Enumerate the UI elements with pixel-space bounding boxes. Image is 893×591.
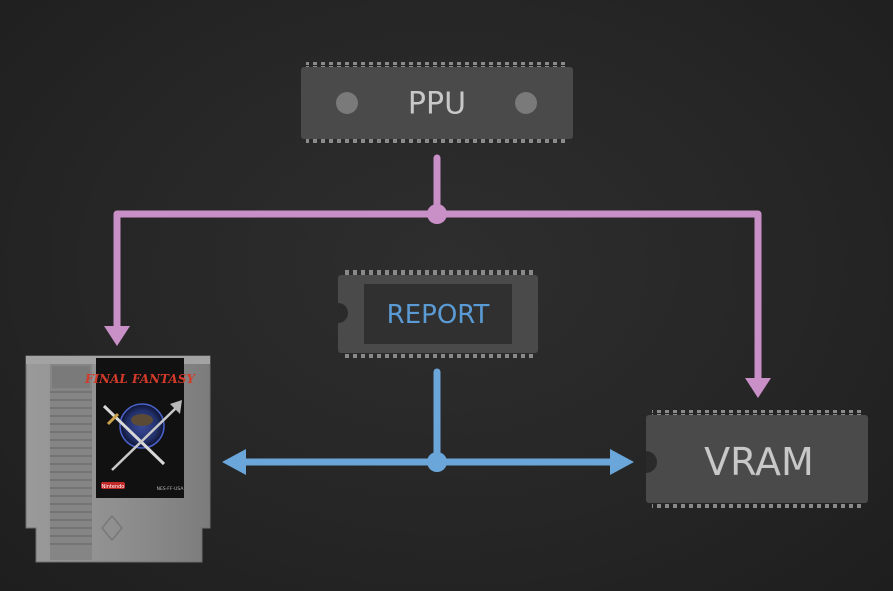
report-pins-bottom <box>344 352 534 358</box>
ppu-pins-top <box>306 62 568 68</box>
cartridge-grip-ridges <box>50 364 92 560</box>
sword-icon <box>102 404 166 466</box>
cartridge-code: NES-FF-USA <box>157 486 185 492</box>
ppu-label: PPU <box>408 87 466 122</box>
report-chip-label-panel <box>364 284 512 344</box>
vram-pins-top <box>652 410 862 416</box>
ppu-pins-bottom <box>306 138 568 144</box>
report-arrow-to-vram <box>610 449 634 475</box>
helmet-icon <box>131 414 153 426</box>
vram-pins-bottom <box>652 502 862 508</box>
vram-chip-notch <box>646 451 657 473</box>
ppu-chip-dot-right <box>515 92 537 114</box>
ppu-bus-junction <box>427 204 447 224</box>
report-chip-notch <box>338 303 348 323</box>
vram-label: VRAM <box>704 440 814 484</box>
report-bus-junction <box>427 452 447 472</box>
cartridge-label: FINAL FANTASY Nintendo NES-FF-USA <box>84 358 196 498</box>
report-chip: REPORT <box>338 270 538 358</box>
nintendo-badge <box>101 482 125 489</box>
vram-chip: VRAM <box>646 410 868 508</box>
ppu-chip: PPU <box>301 62 573 144</box>
axe-handle-icon <box>111 407 177 471</box>
cartridge-game-title: FINAL FANTASY <box>84 372 196 386</box>
ppu-chip-body <box>301 67 573 139</box>
ppu-arrow-to-vram <box>745 378 771 398</box>
vram-chip-body <box>646 415 868 503</box>
ppu-arrow-to-cartridge <box>104 326 130 346</box>
sword-hilt-icon <box>106 412 120 426</box>
nes-cartridge: FINAL FANTASY Nintendo NES-FF-USA <box>25 355 211 563</box>
cartridge-arrow-mark <box>101 514 123 542</box>
report-label: REPORT <box>387 300 490 330</box>
report-pins-top <box>344 270 534 276</box>
report-bus <box>222 368 634 475</box>
ppu-bus <box>104 154 771 398</box>
report-arrow-to-cartridge <box>222 449 246 475</box>
nintendo-badge-text: Nintendo <box>102 484 125 490</box>
axe-head-icon <box>170 400 182 414</box>
ppu-chip-dot-left <box>336 92 358 114</box>
